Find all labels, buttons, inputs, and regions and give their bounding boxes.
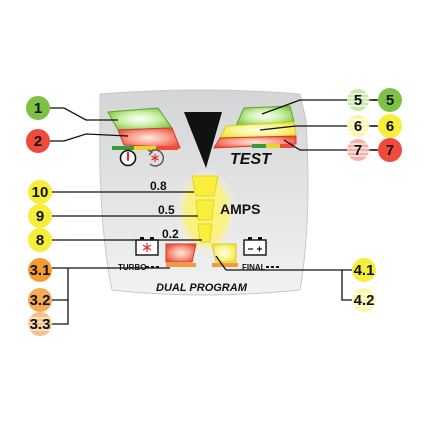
callout-2: 2 [26,129,50,153]
test-label: TEST [230,151,272,168]
center-chevron-divider [184,112,222,168]
callout-5-blink-label: 5 [354,92,362,109]
callout-3-2: 3.2 [28,288,52,312]
callout-9: 9 [28,204,52,228]
callout-5-label: 5 [386,92,394,109]
amps-label: AMPS [220,201,260,217]
callout-3-3: 3.3 [28,312,52,336]
callout-6-label: 6 [386,118,394,135]
callout-7-blink: 7 [347,139,369,161]
final-dashes [266,266,279,268]
callout-10-label: 10 [32,184,49,201]
callout-2-label: 2 [34,133,42,150]
amp-value-0-2: 0.2 [162,227,179,241]
amp-value-0-5: 0.5 [158,203,175,217]
callout-6-blink-label: 6 [354,118,362,135]
callout-10: 10 [28,180,52,204]
callout-5-blink: 5 [347,89,369,111]
callout-6: 6 [378,114,402,138]
callout-4-1-label: 4.1 [354,262,375,279]
amp-value-0-8: 0.8 [150,179,167,193]
power-icon [119,149,137,167]
bottom-color-strip [166,263,238,267]
callout-7-blink-label: 7 [354,142,362,159]
callout-6-blink: 6 [347,115,369,137]
callout-4-2-label: 4.2 [354,292,375,309]
panel-title: DUAL PROGRAM [156,282,248,294]
callout-8: 8 [28,228,52,252]
right-color-strip [252,144,294,148]
callout-4-1: 4.1 [352,258,376,282]
callout-5: 5 [378,88,402,112]
callout-3-3-label: 3.3 [30,316,51,333]
callout-9-label: 9 [36,208,44,225]
callout-1-label: 1 [34,100,42,117]
turbo-dashes [146,266,159,268]
callout-7-label: 7 [386,142,394,159]
battery-icon [243,237,267,256]
callout-3-1-label: 3.1 [30,262,51,279]
callout-3-1: 3.1 [28,258,52,282]
amps-led-column [191,175,219,243]
callout-1: 1 [26,96,50,120]
callout-8-label: 8 [36,232,44,249]
callout-3-2-label: 3.2 [30,292,51,309]
final-label: FINAL [242,263,266,272]
led-turbo [165,243,197,263]
callout-7: 7 [378,138,402,162]
recycle-snowflake-icon [147,149,164,167]
left-color-strip [112,146,178,150]
led-red-left [117,127,181,149]
led-final [211,243,237,263]
callout-4-2: 4.2 [352,288,376,312]
